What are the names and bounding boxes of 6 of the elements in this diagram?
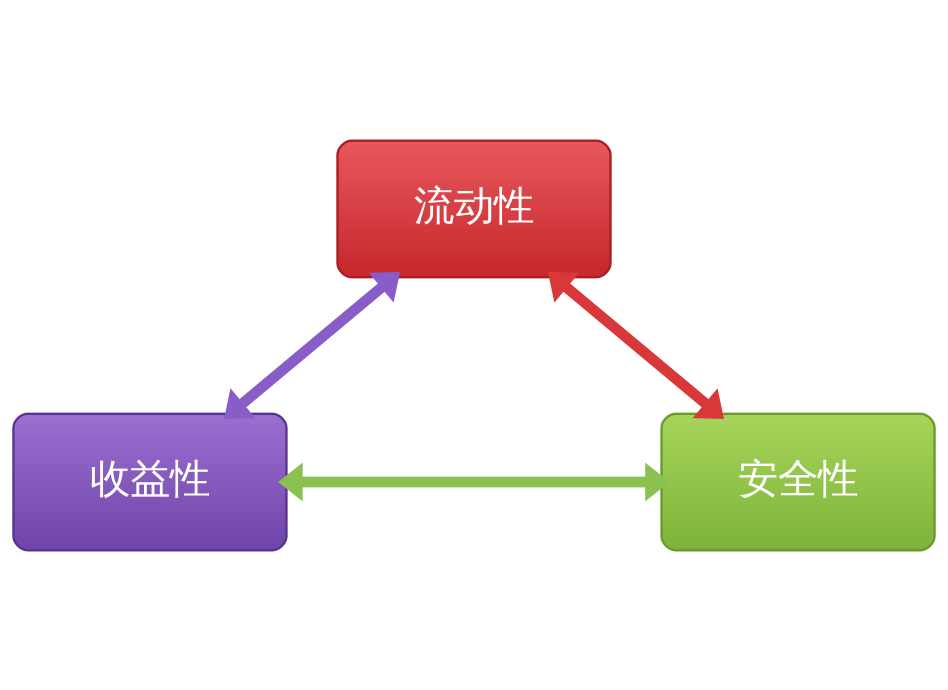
node-box: 安全性 bbox=[660, 412, 936, 551]
node-box: 流动性 bbox=[336, 139, 612, 278]
arrow bbox=[224, 271, 400, 418]
arrow bbox=[548, 271, 724, 418]
arrow bbox=[278, 462, 670, 501]
node-box: 收益性 bbox=[12, 412, 288, 551]
